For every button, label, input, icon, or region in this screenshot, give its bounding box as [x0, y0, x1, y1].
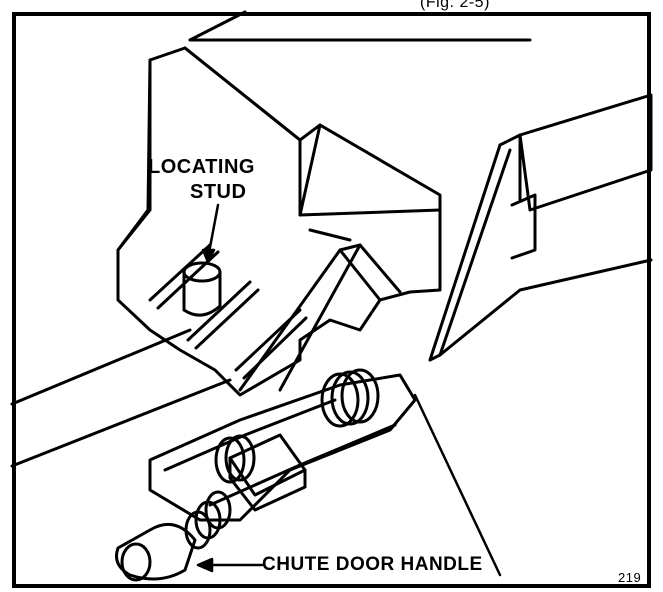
locating-stud — [182, 261, 222, 317]
figure-number: 219 — [618, 570, 642, 585]
latch-springs — [214, 368, 380, 484]
locating-stud-label-line2: STUD — [190, 181, 247, 203]
chute-door-panel — [428, 93, 653, 362]
guide-rails — [148, 243, 308, 380]
housing-top-rim — [188, 10, 532, 42]
chute-door-handle-label: CHUTE DOOR HANDLE — [262, 554, 483, 575]
mounting-bracket — [116, 46, 442, 397]
handle-knob — [115, 490, 232, 582]
lever-arm — [238, 228, 402, 392]
leader-arrows — [196, 203, 502, 577]
header-fragment: (Fig. 2-5) — [420, 0, 490, 11]
floor-edge — [10, 328, 232, 468]
latch-block — [228, 433, 307, 512]
locating-stud-label-line1: LOCATING — [148, 156, 255, 178]
